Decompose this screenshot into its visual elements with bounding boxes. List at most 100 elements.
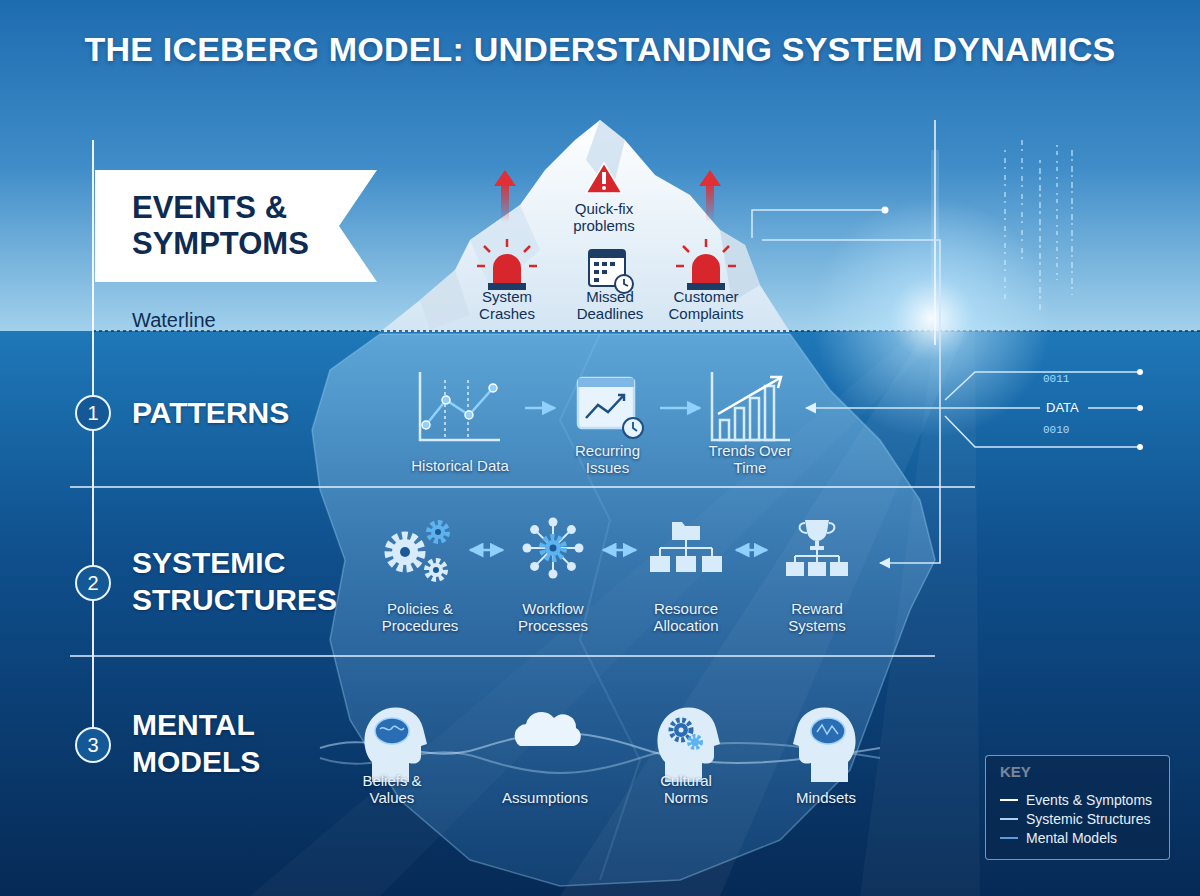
structure-icons — [389, 518, 848, 580]
structure-icons — [435, 529, 441, 535]
item-label: Assumptions — [502, 789, 588, 806]
callout-number: 1 — [87, 402, 98, 424]
structure-icons — [830, 562, 848, 576]
data-lines — [806, 407, 1040, 409]
iceberg-tip — [420, 270, 470, 330]
structure-icons — [392, 539, 418, 565]
mental-icons — [689, 736, 701, 748]
pattern-icons — [426, 388, 493, 425]
structure-icons — [523, 518, 584, 579]
legend-line — [1000, 837, 1018, 839]
event-icons — [699, 170, 721, 186]
item-label: Policies & Procedures — [370, 600, 470, 634]
structure-icons — [549, 570, 558, 579]
structure-icons — [810, 546, 824, 550]
structure-icons — [575, 544, 584, 553]
flow-arrow — [736, 549, 767, 552]
callout-circle: 3 — [75, 727, 111, 763]
item-label: Beliefs & Values — [347, 772, 437, 806]
event-icons — [594, 270, 599, 274]
pattern-icons — [467, 380, 469, 440]
level-band: PATTERNS 1 Historical DataRecurring Issues… — [70, 334, 975, 488]
flow-arrow — [660, 407, 700, 410]
mental-icons — [364, 708, 427, 782]
data-lines — [945, 416, 1140, 447]
level-heading: PATTERNS — [132, 394, 382, 431]
level-band: SYSTEMIC STRUCTURES 2Policies & Procedure… — [70, 490, 935, 657]
structure-icons — [550, 545, 557, 552]
event-icons — [602, 172, 606, 184]
item-label: System Crashes — [457, 288, 557, 322]
callout-number: 2 — [87, 572, 98, 594]
event-item: Customer Complaints — [651, 244, 761, 322]
item-label: Mindsets — [796, 789, 856, 806]
event-icons — [589, 250, 625, 258]
structure-icons — [431, 525, 445, 539]
concept-item: Policies & Procedures — [370, 518, 470, 634]
data-lines — [1088, 407, 1140, 409]
event-icons — [494, 170, 516, 186]
mental-icons — [375, 718, 409, 744]
mental-icons — [320, 708, 880, 782]
legend-text: Mental Models — [1026, 830, 1117, 846]
pattern-icons — [770, 377, 781, 388]
pattern-icons — [586, 395, 624, 418]
pattern-icons — [712, 372, 790, 440]
item-label: Resource Allocation — [636, 600, 736, 634]
structure-icons — [815, 541, 819, 546]
mental-icons — [671, 720, 691, 740]
event-icons — [594, 278, 599, 282]
flow-arrow — [470, 549, 503, 552]
item-label: Recurring Issues — [555, 442, 660, 476]
structure-icons — [650, 556, 670, 572]
pattern-icons — [578, 378, 634, 387]
structure-icons — [429, 563, 443, 577]
data-lines — [752, 207, 1143, 564]
legend-row: Mental Models — [1000, 830, 1117, 846]
data-label: 0011 — [1043, 372, 1069, 386]
pattern-icons — [750, 398, 759, 440]
level-heading: SYSTEMIC STRUCTURES — [132, 544, 382, 618]
data-lines — [1137, 369, 1143, 375]
structure-icons — [527, 522, 579, 574]
structure-icons — [549, 518, 558, 527]
callout-number: 3 — [87, 734, 98, 756]
flow-arrow — [525, 407, 555, 410]
data-lines — [882, 207, 889, 214]
structure-icons — [429, 523, 447, 541]
event-icons — [602, 186, 606, 190]
event-icons — [705, 239, 708, 247]
callout-circle: 1 — [75, 395, 111, 431]
pattern-icons — [420, 372, 790, 440]
underwater-iceberg — [312, 334, 935, 886]
concept-item: Historical Data — [395, 370, 525, 474]
pattern-icons — [718, 378, 780, 414]
pattern-icons — [442, 396, 450, 404]
legend-row: Events & Symptoms — [1000, 792, 1152, 808]
event-icons — [501, 182, 509, 222]
legend-line — [1000, 799, 1018, 801]
mental-icons — [691, 738, 699, 746]
event-icons — [610, 262, 615, 266]
flag-shape — [95, 170, 377, 282]
data-lines — [945, 372, 1140, 400]
event-icons — [723, 246, 729, 252]
structure-icons — [805, 520, 829, 541]
pattern-icons — [735, 408, 744, 440]
timeline-rule — [93, 140, 94, 745]
concept-item: Recurring Issues — [555, 368, 660, 476]
level-band: MENTAL MODELS3Beliefs & ValuesAssumption… — [70, 659, 975, 889]
data-lines — [752, 210, 885, 238]
data-lines — [1137, 444, 1143, 450]
legend-line — [1000, 818, 1018, 820]
mental-icons — [380, 726, 404, 730]
event-icons — [706, 182, 714, 222]
event-icons — [484, 246, 490, 252]
mental-icons — [657, 708, 720, 782]
event-icons — [529, 265, 537, 268]
concept-item: Resource Allocation — [636, 518, 736, 634]
item-label: Quick-fix problems — [549, 200, 659, 234]
binary-stream — [1039, 160, 1041, 310]
